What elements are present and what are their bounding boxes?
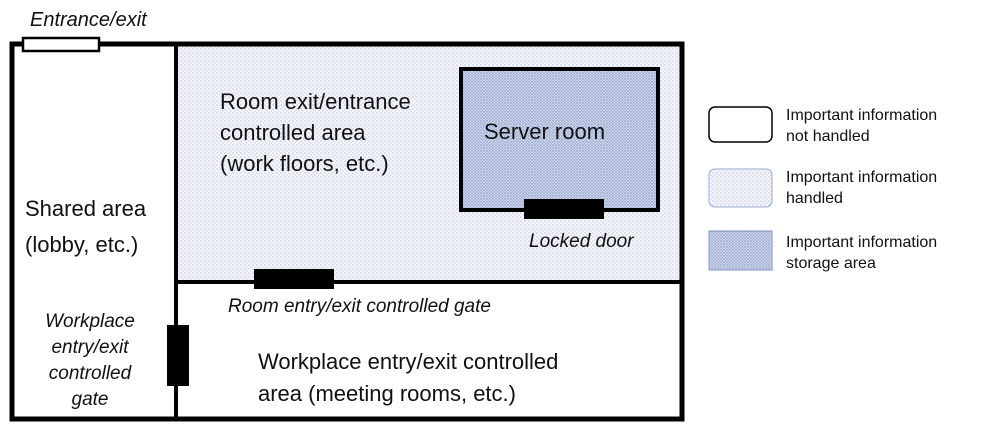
room-gate-label: Room entry/exit controlled gate xyxy=(228,296,491,317)
workplace-gate-line2: entry/exit xyxy=(51,337,129,358)
workplace-area-line1: Workplace entry/exit controlled xyxy=(258,349,559,374)
locked-door-label: Locked door xyxy=(529,231,634,252)
shared-area-label: Shared area (lobby, etc.) xyxy=(25,191,146,263)
legend-swatch-storage xyxy=(708,230,773,271)
legend-storage-line1: Important information xyxy=(786,234,938,251)
legend-label-handled: Important information handled xyxy=(786,167,937,209)
server-room-label: Server room xyxy=(484,119,606,144)
workplace-area-line2: area (meeting rooms, etc.) xyxy=(258,381,516,406)
controlled-area-label: Room exit/entrance controlled area (work… xyxy=(220,86,411,179)
locked-door-gate xyxy=(524,199,604,219)
controlled-area-line2: controlled area xyxy=(220,120,366,145)
controlled-area-line3: (work floors, etc.) xyxy=(220,151,389,176)
room-entry-gate xyxy=(254,269,334,289)
workplace-gate-label: Workplace entry/exit controlled gate xyxy=(26,309,154,413)
workplace-area-label: Workplace entry/exit controlled area (me… xyxy=(258,346,558,410)
entrance-exit-door xyxy=(21,36,101,53)
legend-storage-line2: storage area xyxy=(786,255,876,272)
workplace-gate-line4: gate xyxy=(71,389,109,410)
legend-handled-line1: Important information xyxy=(786,169,938,186)
shared-area-line1: Shared area xyxy=(25,196,147,221)
shared-area-line2: (lobby, etc.) xyxy=(25,232,139,257)
legend-not-handled-line2: not handled xyxy=(786,128,870,145)
workplace-entry-gate xyxy=(167,325,189,386)
legend-swatch-handled xyxy=(708,168,773,208)
workplace-gate-line3: controlled xyxy=(48,363,132,384)
legend-not-handled-line1: Important information xyxy=(786,107,938,124)
controlled-area-line1: Room exit/entrance xyxy=(220,89,411,114)
legend-label-not-handled: Important information not handled xyxy=(786,105,937,147)
entrance-exit-label: Entrance/exit xyxy=(30,9,147,31)
building-outline xyxy=(9,41,685,422)
server-room xyxy=(459,67,660,212)
legend-swatch-not-handled xyxy=(708,106,773,143)
workplace-gate-line1: Workplace xyxy=(45,311,135,332)
legend-handled-line2: handled xyxy=(786,190,843,207)
legend-label-storage: Important information storage area xyxy=(786,232,937,274)
